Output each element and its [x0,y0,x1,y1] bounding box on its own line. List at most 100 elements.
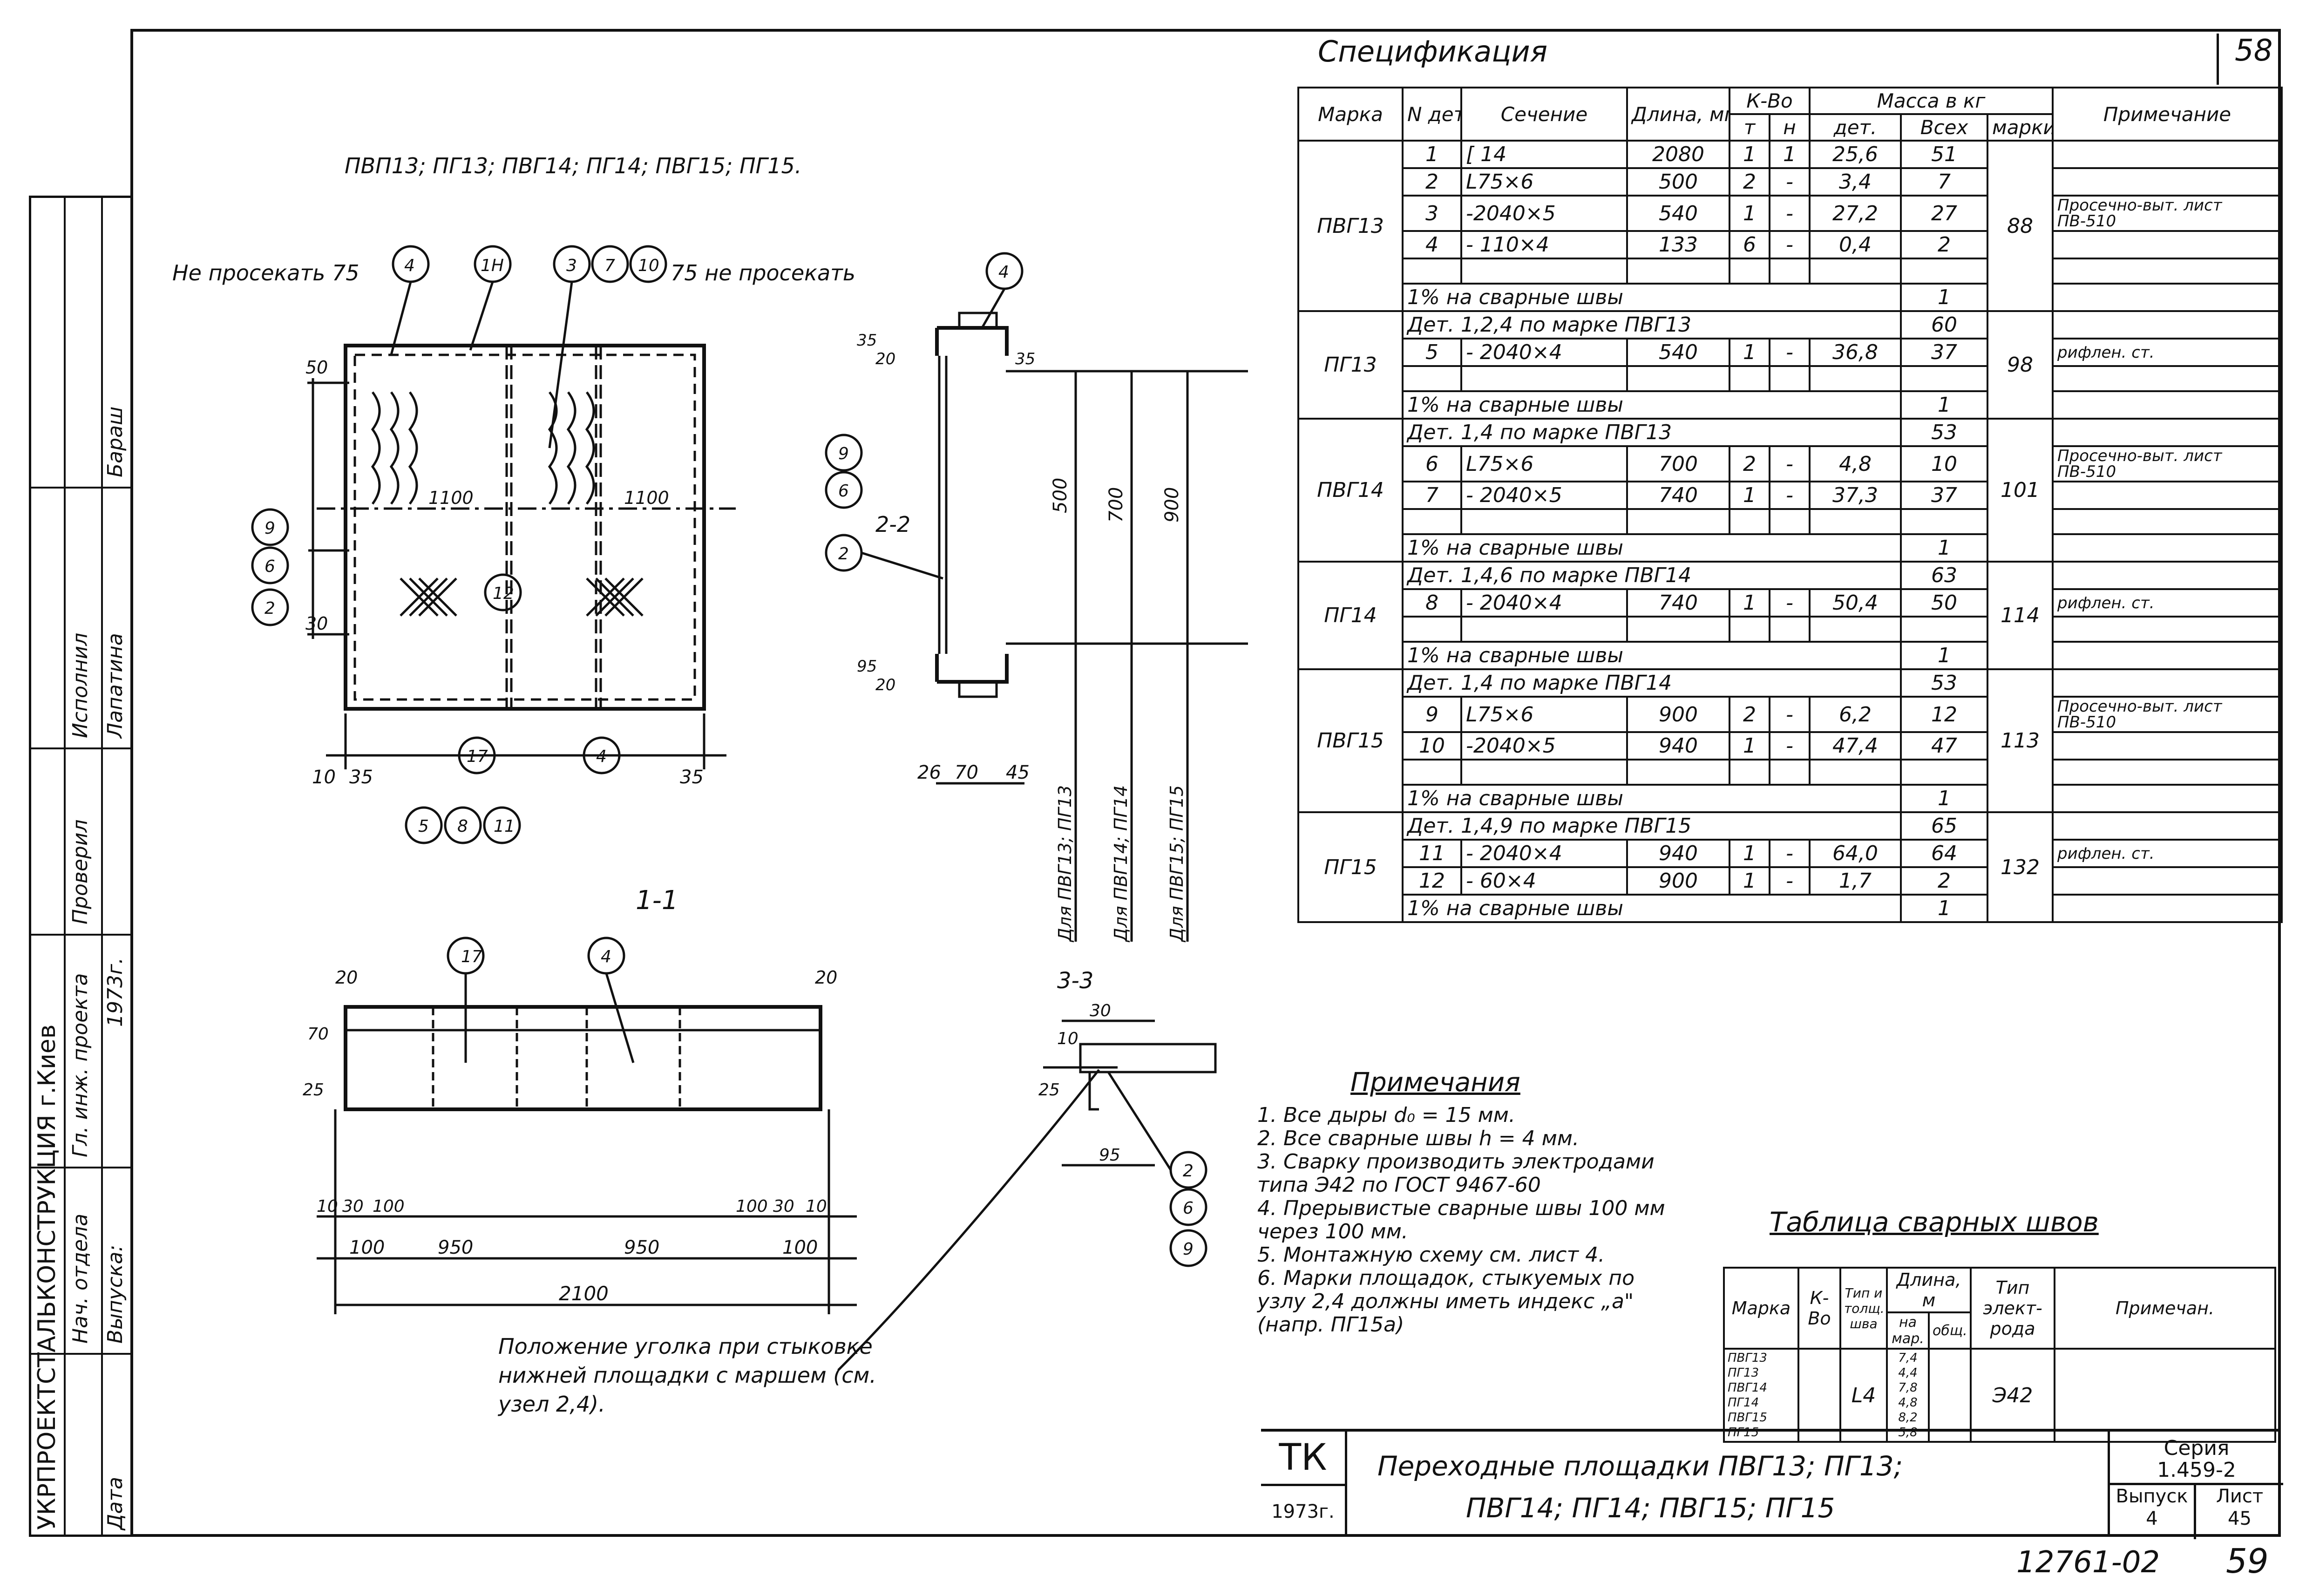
spec-mark-total: 113 [1987,668,2054,813]
spec-part-no: 8 [1402,588,1462,618]
spec-length: 500 [1626,167,1730,197]
spec-mass-part [1809,365,1902,392]
spec-note-empty [2052,390,2283,420]
note-1: 1. Все дыры d₀ = 15 мм. [1257,1103,1515,1127]
col-section: Сечение [1460,87,1628,142]
spec-section: - 2040×4 [1460,338,1628,367]
spec-ref-mass: 63 [1900,561,1989,590]
spec-length: 700 [1626,445,1730,482]
spec-mass-all: 10 [1900,445,1989,482]
spec-note: рифлен. ст. [2052,588,2283,618]
spec-qty-t [1729,258,1770,285]
s11-dim-10b: 10 [806,1197,827,1216]
s33-callout-6: 6 [1183,1199,1194,1218]
spec-length [1626,258,1730,285]
title-logo-cell: ТК 1973г. [1261,1432,1347,1537]
spec-length [1626,365,1730,392]
s11-dim-2100: 2100 [559,1282,609,1305]
spec-qty-n: - [1768,167,1811,197]
spec-ref-text: Дет. 1,2,4 по марке ПВГ13 [1401,310,1902,340]
spec-note [2052,616,2283,643]
spec-note: Просечно-выт. лист ПВ-510 [2052,195,2283,232]
weld-note-cell [2054,1348,2277,1443]
spec-note [2052,508,2283,535]
spec-mass-part: 6,2 [1809,696,1902,733]
no-cut-left: Не просекать 75 [172,260,359,285]
spec-qty-t: 2 [1729,445,1770,482]
title-line2: ПВГ14; ПГ14; ПВГ15; ПГ15 [1466,1492,1835,1524]
spec-mass-part: 1,7 [1809,866,1902,896]
spec-section: - 60×4 [1460,866,1628,896]
spec-section: [ 14 [1460,140,1628,169]
title-block: ТК 1973г. Переходные площадки ПВГ13; ПГ1… [1261,1429,2283,1539]
spec-mark-total: 98 [1987,310,2054,420]
spec-weld-mass: 1 [1900,894,1989,923]
spec-part-no: 10 [1402,731,1462,761]
col-part-no: N дет. [1402,87,1462,142]
spec-note-empty [2052,283,2283,312]
page-corner-number: 59 [2226,1542,2269,1581]
col-qty-t: т [1729,113,1770,142]
spec-qty-n: - [1768,839,1811,868]
spec-mass-all [1900,508,1989,535]
spec-mass-part: 47,4 [1809,731,1902,761]
dim-1100b: 1100 [624,488,669,508]
specification-table: Марка N дет. Сечение Длина, мм К-Во Масс… [1297,87,2283,923]
note-6: 6. Марки площадок, стыкуемых по узлу 2,4… [1257,1266,1635,1337]
spec-mark-total: 114 [1987,561,2054,670]
profile-h-500: 500 [1050,478,1071,513]
spec-row [1298,759,2283,786]
spec-part-no [1402,508,1462,535]
spec-part-no: 6 [1402,445,1462,482]
spec-note-empty [2052,894,2283,923]
callout-4b: 4 [596,747,607,766]
dim-50: 50 [305,357,328,378]
dim-30: 30 [305,613,328,634]
profile-dim-35: 35 [857,331,877,350]
spec-qty-t: 1 [1729,588,1770,618]
col-mark: Марка [1297,87,1404,142]
spec-qty-t: 1 [1729,866,1770,896]
series-label: Серия [2164,1436,2230,1460]
weld-total-cell [1927,1348,1972,1443]
spec-mass-all: 37 [1900,338,1989,367]
spec-length: 540 [1626,338,1730,367]
spec-row [1298,365,2283,392]
spec-length: 940 [1626,839,1730,868]
dim-35b: 35 [680,767,704,788]
spec-qty-n: 1 [1768,140,1811,169]
spec-note: Просечно-выт. лист ПВ-510 [2052,696,2283,733]
spec-qty-t: 2 [1729,167,1770,197]
spec-qty-t: 2 [1729,696,1770,733]
dim-35a: 35 [349,767,373,788]
spec-length: 2080 [1626,140,1730,169]
s11-dim-950a: 950 [438,1237,473,1258]
spec-section: L75×6 [1460,445,1628,482]
spec-mass-part [1809,258,1902,285]
spec-qty-n [1768,365,1811,392]
weld-electrode: Э42 [1970,1348,2056,1443]
spec-part-no: 11 [1402,839,1462,868]
spec-length [1626,759,1730,786]
note-5: 5. Монтажную схему см. лист 4. [1257,1243,1605,1267]
spec-mass-all: 50 [1900,588,1989,618]
stamp-name-exec: Лапатина [103,633,127,738]
spec-note [2052,230,2283,259]
spec-section: L75×6 [1460,167,1628,197]
stamp-role-head: Нач. отдела [68,1213,92,1344]
profile-dim-35b: 35 [1015,350,1035,368]
spec-note-empty [2052,641,2283,670]
spec-qty-t [1729,759,1770,786]
corner-position-note: Положение уголка при стыковке нижней пло… [498,1334,876,1417]
spec-section [1460,616,1628,643]
sheet-number: 58 [2217,34,2272,85]
s11-callout-17: 17 [461,947,482,966]
spec-qty-t [1729,365,1770,392]
spec-mass-all: 64 [1900,839,1989,868]
